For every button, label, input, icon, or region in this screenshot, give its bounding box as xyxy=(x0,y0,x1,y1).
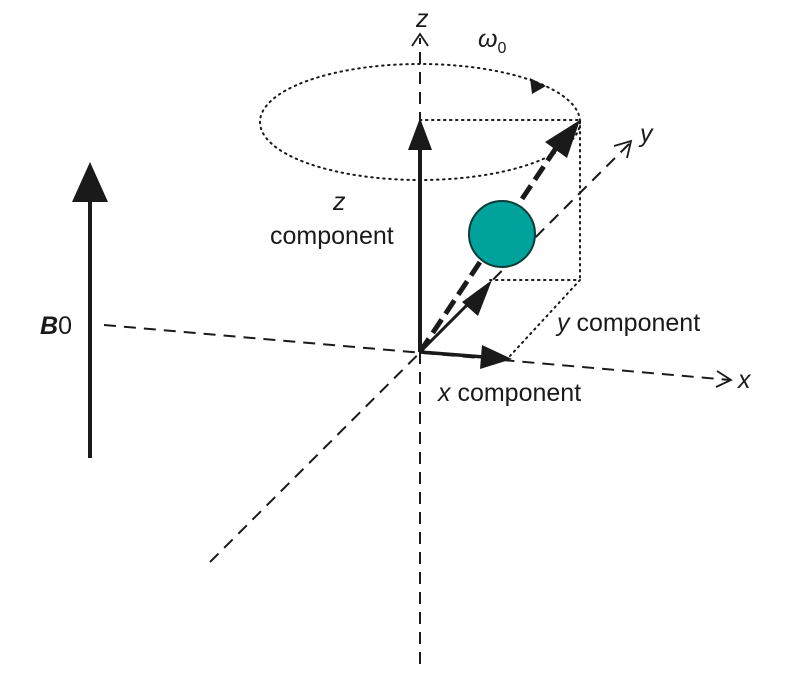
projection-box xyxy=(419,119,581,357)
x-axis xyxy=(103,324,731,381)
x-component-arrowhead xyxy=(480,345,512,369)
z-axis-arrowhead xyxy=(411,32,429,47)
magnetic-moment-arrowhead xyxy=(545,120,580,158)
nucleus-sphere xyxy=(468,200,536,268)
x-axis-label: x xyxy=(737,366,752,394)
x-component-word: component xyxy=(457,379,581,407)
orbit-direction-arrowhead xyxy=(530,78,546,94)
x-axis-arrowhead xyxy=(715,370,733,388)
x-component-label: x component xyxy=(437,379,581,407)
y-component-word: component xyxy=(576,309,700,337)
z-axis-label: z xyxy=(415,5,429,33)
z-component-letter: z xyxy=(332,188,346,216)
omega-subscript: 0 xyxy=(497,40,506,57)
y-component-letter: y xyxy=(555,309,571,337)
omega0-label: ω0 xyxy=(478,25,506,57)
y-axis-label: y xyxy=(638,120,654,148)
b0-arrowhead xyxy=(72,162,108,202)
y-component-label: y component xyxy=(555,309,700,337)
b0-label: B0 xyxy=(40,312,72,340)
omega-symbol: ω xyxy=(478,25,497,53)
x-component-vector xyxy=(419,350,485,359)
y-axis-arrowhead xyxy=(613,139,633,159)
x-component-letter: x xyxy=(437,379,452,407)
b0-symbol: B xyxy=(40,312,58,340)
y-component-arrowhead xyxy=(462,280,492,316)
z-component-arrowhead xyxy=(408,118,432,150)
z-component-word: component xyxy=(270,222,394,250)
b0-subscript: 0 xyxy=(58,312,72,340)
